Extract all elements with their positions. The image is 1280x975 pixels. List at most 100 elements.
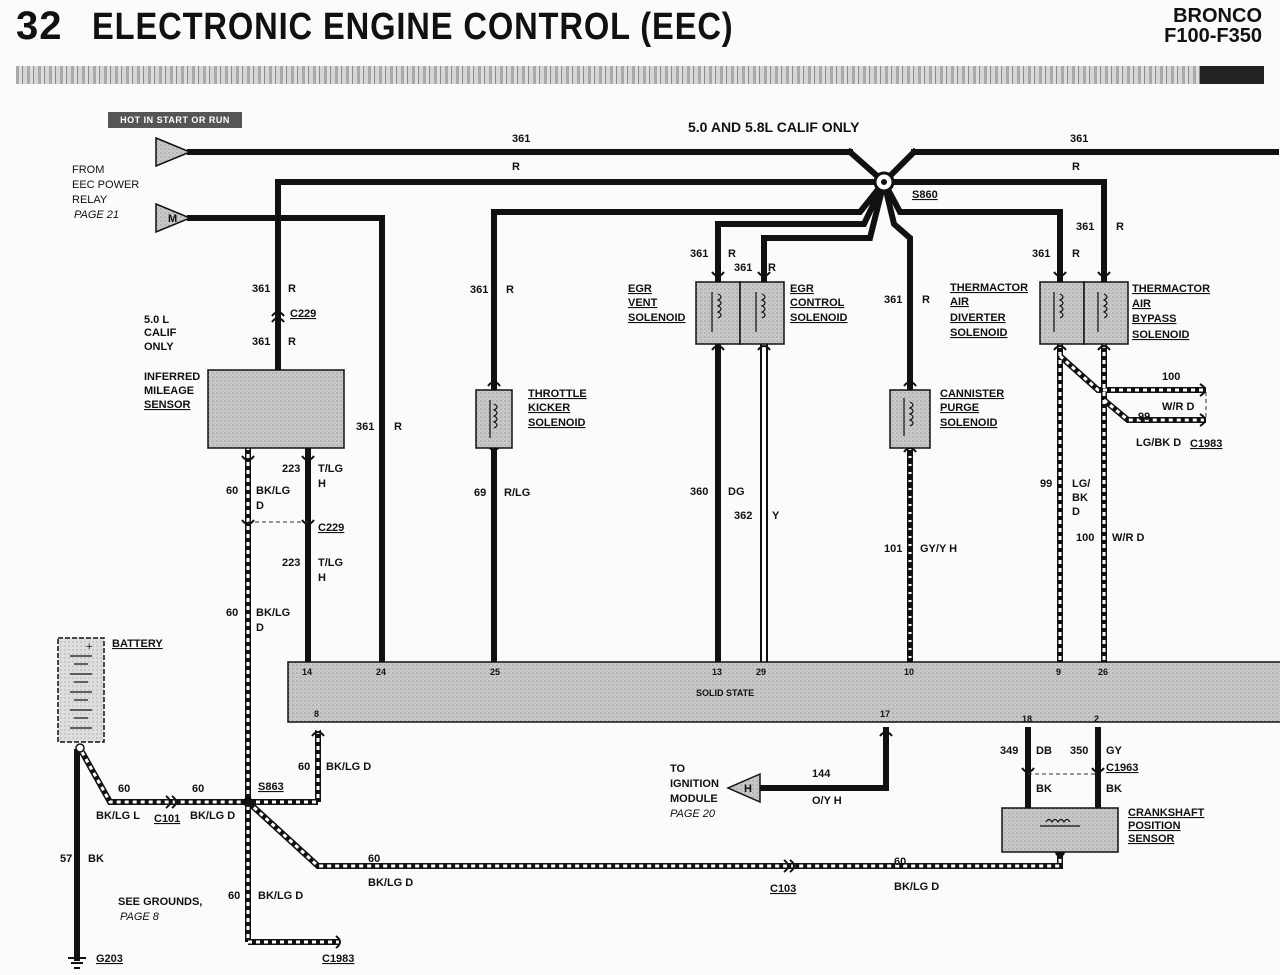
pin-9: 9 bbox=[1056, 667, 1061, 677]
section-title: 5.0 AND 5.8L CALIF ONLY bbox=[688, 119, 860, 135]
w69-label: 69 bbox=[474, 487, 486, 499]
w101-label: 101 bbox=[884, 543, 902, 555]
page-number: 32 bbox=[16, 4, 63, 48]
ignition-connector: H bbox=[726, 772, 761, 804]
ignition-line2: IGNITION bbox=[670, 778, 719, 790]
connector-c229-b: C229 bbox=[318, 522, 344, 534]
connector-dash-links bbox=[248, 392, 1207, 775]
w60-bklg-b: BK/LG bbox=[256, 607, 290, 619]
crankshaft-position-sensor bbox=[1001, 807, 1119, 853]
throttle-label-2: KICKER bbox=[528, 402, 570, 414]
w100-top-color: W/R D bbox=[1162, 401, 1194, 413]
bypass-label-1: THERMACTOR bbox=[1132, 283, 1210, 295]
w223-h-a: H bbox=[318, 478, 326, 490]
cannister-label-1: CANNISTER bbox=[940, 388, 1004, 400]
connector-c1963: C1963 bbox=[1106, 762, 1138, 774]
w60-color-bat: BK/LG L bbox=[96, 810, 140, 822]
w362-label: 362 bbox=[734, 510, 752, 522]
wire-egr-control-feed bbox=[761, 178, 888, 283]
egr-ctrl-r: R bbox=[768, 262, 776, 274]
crankshaft-label-3: SENSOR bbox=[1128, 833, 1175, 845]
grounds-line1: SEE GROUNDS, bbox=[118, 896, 202, 908]
throttle-label-3: SOLENOID bbox=[528, 417, 586, 429]
cannister-r: R bbox=[922, 294, 930, 306]
ims-361-top: 361 bbox=[252, 283, 270, 295]
pin-18: 18 bbox=[1022, 714, 1032, 724]
w60-color-c103b: BK/LG D bbox=[894, 881, 939, 893]
cannister-361: 361 bbox=[884, 294, 902, 306]
w99-lg: LG/ bbox=[1072, 478, 1090, 490]
ignition-line1: TO bbox=[670, 763, 686, 775]
throttle-361: 361 bbox=[470, 284, 488, 296]
pin-14: 14 bbox=[302, 667, 312, 677]
pin-25: 25 bbox=[490, 667, 500, 677]
calif-note-1: 5.0 L bbox=[144, 314, 169, 326]
w223-h-b: H bbox=[318, 572, 326, 584]
wire-label-r-left: R bbox=[512, 161, 520, 173]
pin-29: 29 bbox=[756, 667, 766, 677]
pin-8: 8 bbox=[314, 709, 319, 719]
crankshaft-label-2: POSITION bbox=[1128, 820, 1181, 832]
w99-label: 99 bbox=[1040, 478, 1052, 490]
pin-10: 10 bbox=[904, 667, 914, 677]
w60-bklg-a: BK/LG bbox=[256, 485, 290, 497]
w101-color: GY/Y H bbox=[920, 543, 957, 555]
wire-cannister-feed bbox=[880, 178, 913, 393]
grounds-page: PAGE 8 bbox=[120, 911, 160, 923]
w349-color: DB bbox=[1036, 745, 1052, 757]
ims-361-bot: 361 bbox=[252, 336, 270, 348]
source-connector-top bbox=[155, 136, 192, 168]
egr-vent-361: 361 bbox=[690, 248, 708, 260]
w223-label-a: 223 bbox=[282, 463, 300, 475]
wire-label-r-right: R bbox=[1072, 161, 1080, 173]
diverter-label-4: SOLENOID bbox=[950, 327, 1008, 339]
w60-label-bat: 60 bbox=[118, 783, 130, 795]
bypass-label-3: BYPASS bbox=[1132, 313, 1176, 325]
feed-wires bbox=[74, 147, 1279, 961]
thermactor-diverter-solenoid bbox=[1039, 281, 1085, 345]
crankshaft-label-1: CRANKSHAFT bbox=[1128, 807, 1205, 819]
page-title: ELECTRONIC ENGINE CONTROL (EEC) bbox=[92, 6, 734, 48]
source-page: PAGE 21 bbox=[74, 209, 119, 221]
pin-17: 17 bbox=[880, 709, 890, 719]
battery: + bbox=[57, 637, 105, 753]
wire-egr-vent-feed bbox=[715, 178, 888, 283]
w99-d: D bbox=[1072, 506, 1080, 518]
diverter-361: 361 bbox=[1032, 248, 1050, 260]
wire-label-361-right: 361 bbox=[1070, 133, 1088, 145]
w360-label: 360 bbox=[690, 486, 708, 498]
ims-r-top: R bbox=[288, 283, 296, 295]
w60-label-b: 60 bbox=[226, 607, 238, 619]
w100-top-label: 100 bbox=[1162, 371, 1180, 383]
w60-color-pin8: BK/LG D bbox=[326, 761, 371, 773]
header-band-end bbox=[1200, 66, 1264, 84]
w349-label: 349 bbox=[1000, 745, 1018, 757]
cannister-purge-solenoid bbox=[889, 389, 931, 449]
wire-throttle-feed bbox=[491, 177, 889, 393]
egr-ctrl-label-3: SOLENOID bbox=[790, 312, 848, 324]
pin-2: 2 bbox=[1094, 714, 1099, 724]
egr-vent-solenoid bbox=[695, 281, 741, 345]
cannister-label-3: SOLENOID bbox=[940, 417, 998, 429]
w99-top-color: LG/BK D bbox=[1136, 437, 1181, 449]
egr-vent-r: R bbox=[728, 248, 736, 260]
w60-d-a: D bbox=[256, 500, 264, 512]
vehicle-label: BRONCO F100-F350 bbox=[1164, 6, 1262, 46]
egr-vent-label-1: EGR bbox=[628, 283, 652, 295]
w57-color: BK bbox=[88, 853, 104, 865]
w350-label: 350 bbox=[1070, 745, 1088, 757]
header-band bbox=[16, 66, 1264, 84]
egr-ctrl-361: 361 bbox=[734, 262, 752, 274]
source-connector-m: M bbox=[155, 202, 192, 234]
w60-color-c101: BK/LG D bbox=[190, 810, 235, 822]
w100-label: 100 bbox=[1076, 532, 1094, 544]
w350-bk: BK bbox=[1106, 783, 1122, 795]
connector-c101: C101 bbox=[154, 813, 180, 825]
w223-tlg-b: T/LG bbox=[318, 557, 343, 569]
hot-in-start-or-run-label: HOT IN START OR RUN bbox=[108, 112, 242, 128]
bypass-r: R bbox=[1116, 221, 1124, 233]
calif-note-2: CALIF bbox=[144, 327, 177, 339]
thermactor-bypass-solenoid bbox=[1083, 281, 1129, 345]
w60-color-c103a: BK/LG D bbox=[368, 877, 413, 889]
